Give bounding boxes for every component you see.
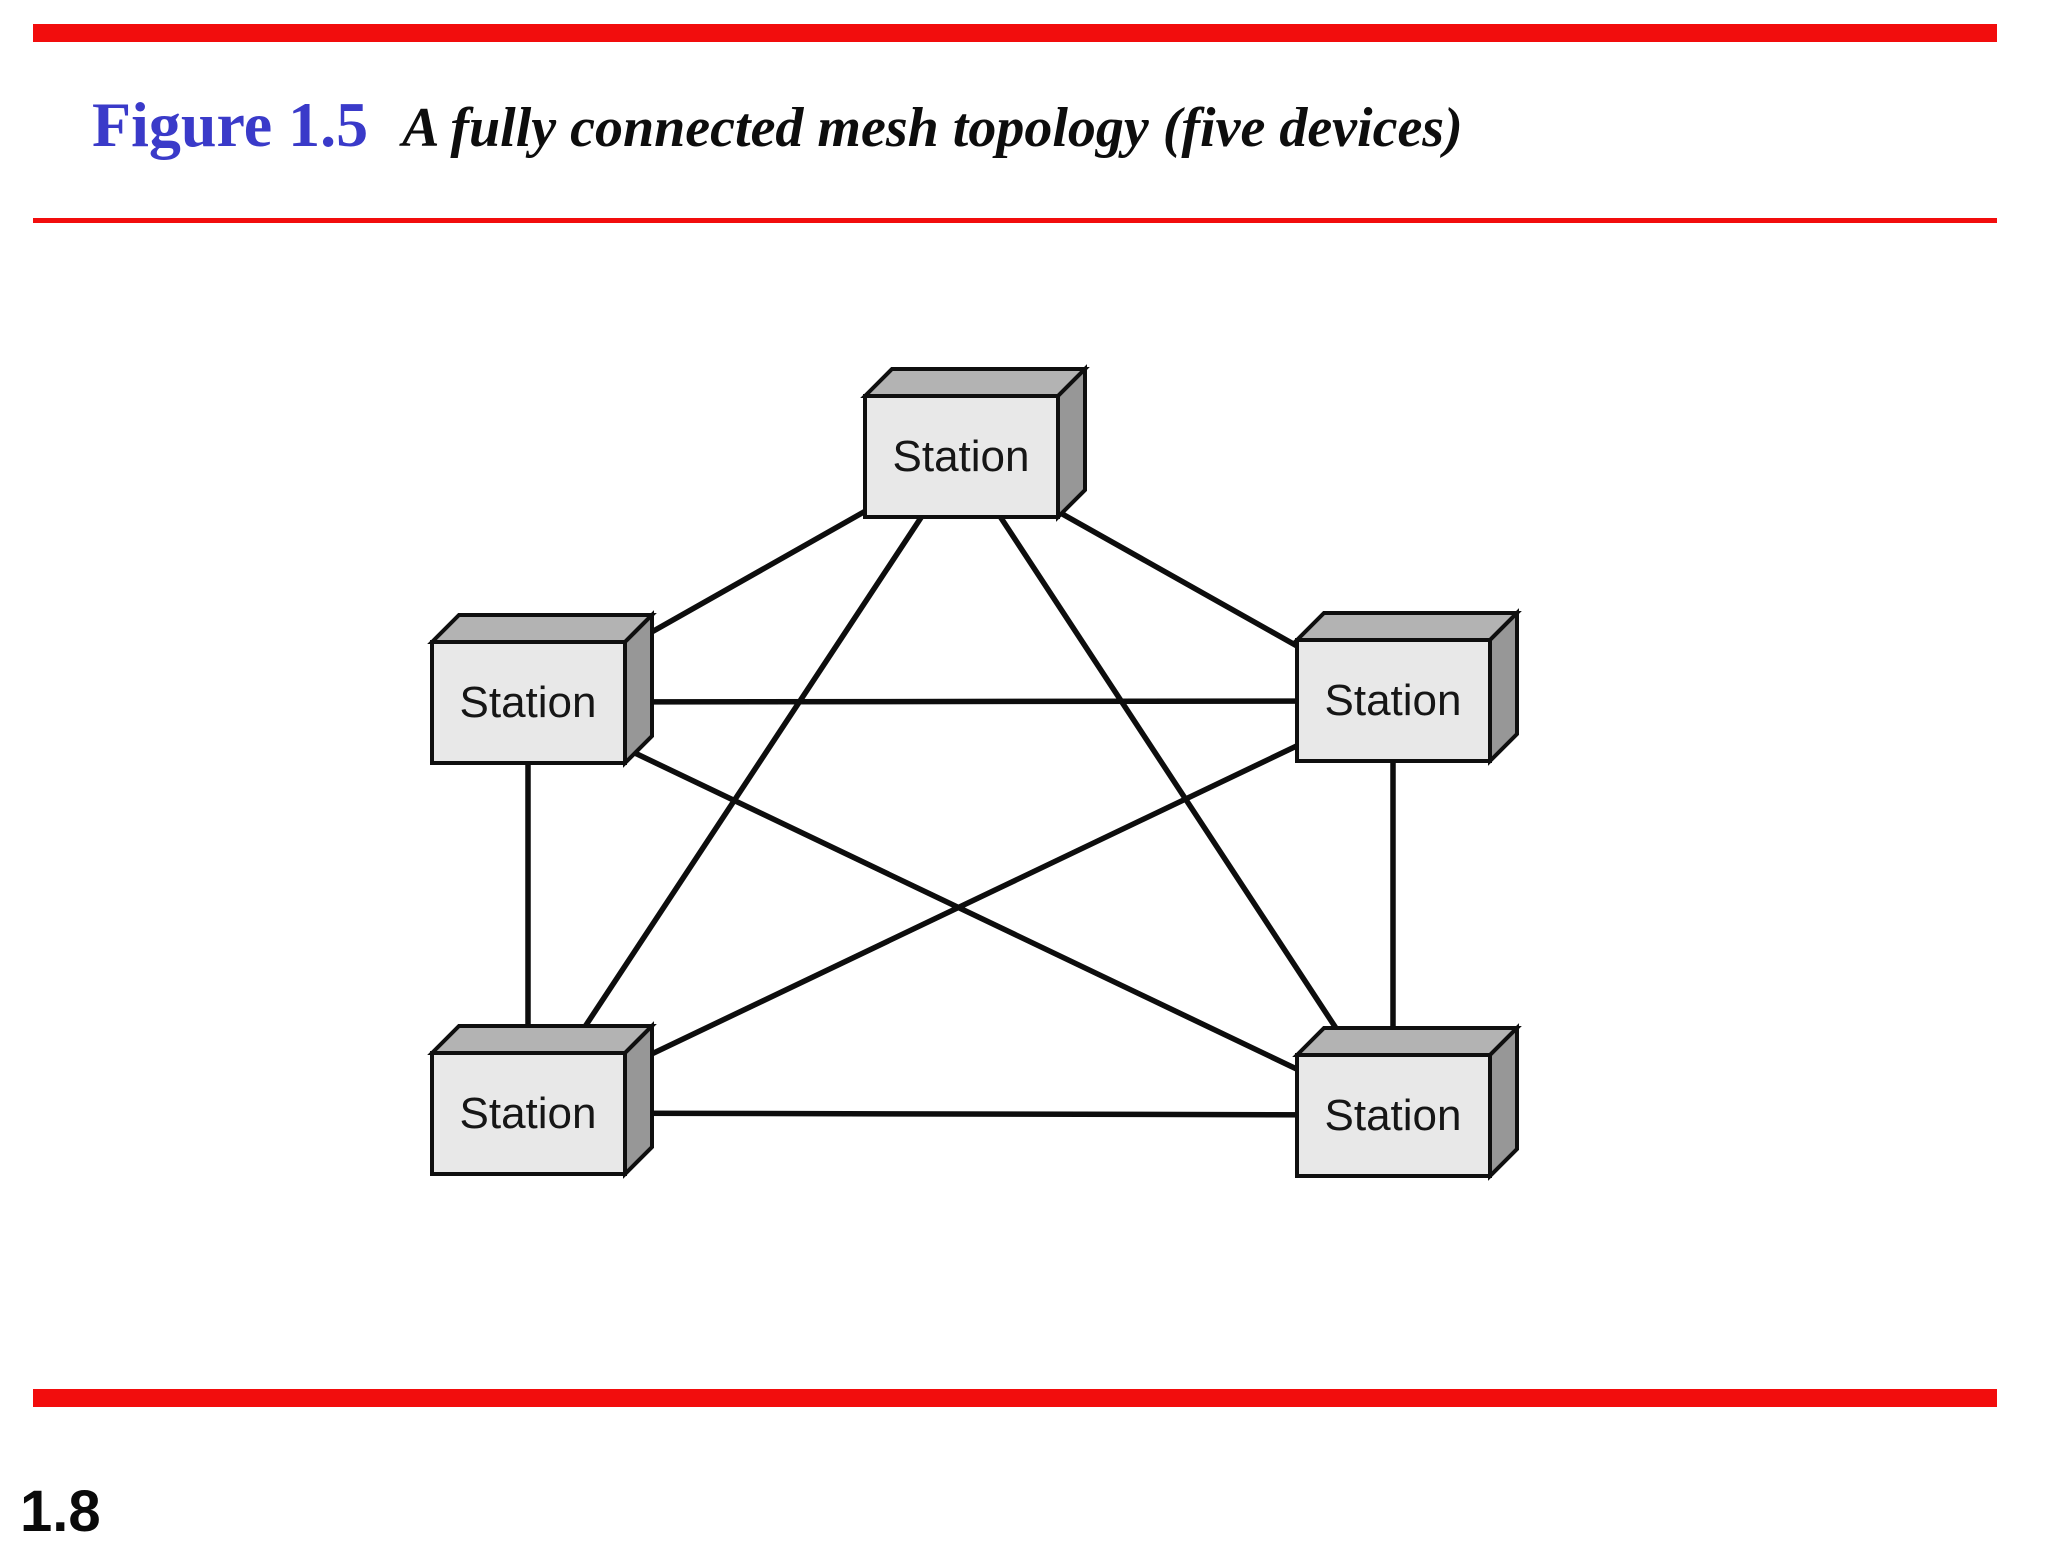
link-right-bottom-left <box>526 697 1395 1116</box>
station-top-box-side-face <box>1056 364 1087 522</box>
station-bottom-left-box-front-face <box>430 1051 627 1176</box>
station-node-bottom-right: Station <box>1292 1023 1522 1181</box>
station-label: Station <box>460 678 597 727</box>
station-label: Station <box>460 1089 597 1138</box>
link-top-bottom-left <box>525 455 964 1115</box>
station-bottom-left-box-top-face <box>427 1024 657 1055</box>
station-node-bottom-left: Station <box>427 1021 657 1179</box>
station-right-box-top-face <box>1292 611 1522 642</box>
figure-caption: A fully connected mesh topology (five de… <box>402 97 1463 159</box>
mesh-links <box>525 454 1396 1118</box>
station-node-left: Station <box>427 610 657 768</box>
figure-label: Figure 1.5 <box>92 89 369 160</box>
station-top-box-top-face <box>860 367 1090 398</box>
top-accent-bar <box>33 24 1997 42</box>
station-node-top: Station <box>860 364 1090 522</box>
station-label: Station <box>1325 676 1462 725</box>
link-top-bottom-right <box>958 455 1396 1117</box>
station-left-box-side-face <box>623 610 654 768</box>
station-bottom-right-box-top-face <box>1292 1026 1522 1057</box>
link-left-right <box>527 698 1394 705</box>
station-top-box-front-face <box>863 394 1060 519</box>
bottom-accent-bar <box>33 1389 1997 1407</box>
station-node-right: Station <box>1292 608 1522 766</box>
figure-title: Figure 1.5 A fully connected mesh topolo… <box>92 88 1463 162</box>
station-bottom-right-box-front-face <box>1295 1053 1492 1178</box>
station-bottom-right-box-side-face <box>1488 1023 1519 1181</box>
station-left-box-front-face <box>430 640 627 765</box>
station-label: Station <box>1325 1091 1462 1140</box>
station-label: Station <box>893 432 1030 481</box>
station-right-box-side-face <box>1488 608 1519 766</box>
title-divider-line <box>33 218 1997 223</box>
page-number: 1.8 <box>20 1479 101 1544</box>
link-bottom-left-bottom-right <box>527 1110 1394 1118</box>
station-left-box-top-face <box>427 613 657 644</box>
station-bottom-left-box-side-face <box>623 1021 654 1179</box>
station-right-box-front-face <box>1295 638 1492 763</box>
